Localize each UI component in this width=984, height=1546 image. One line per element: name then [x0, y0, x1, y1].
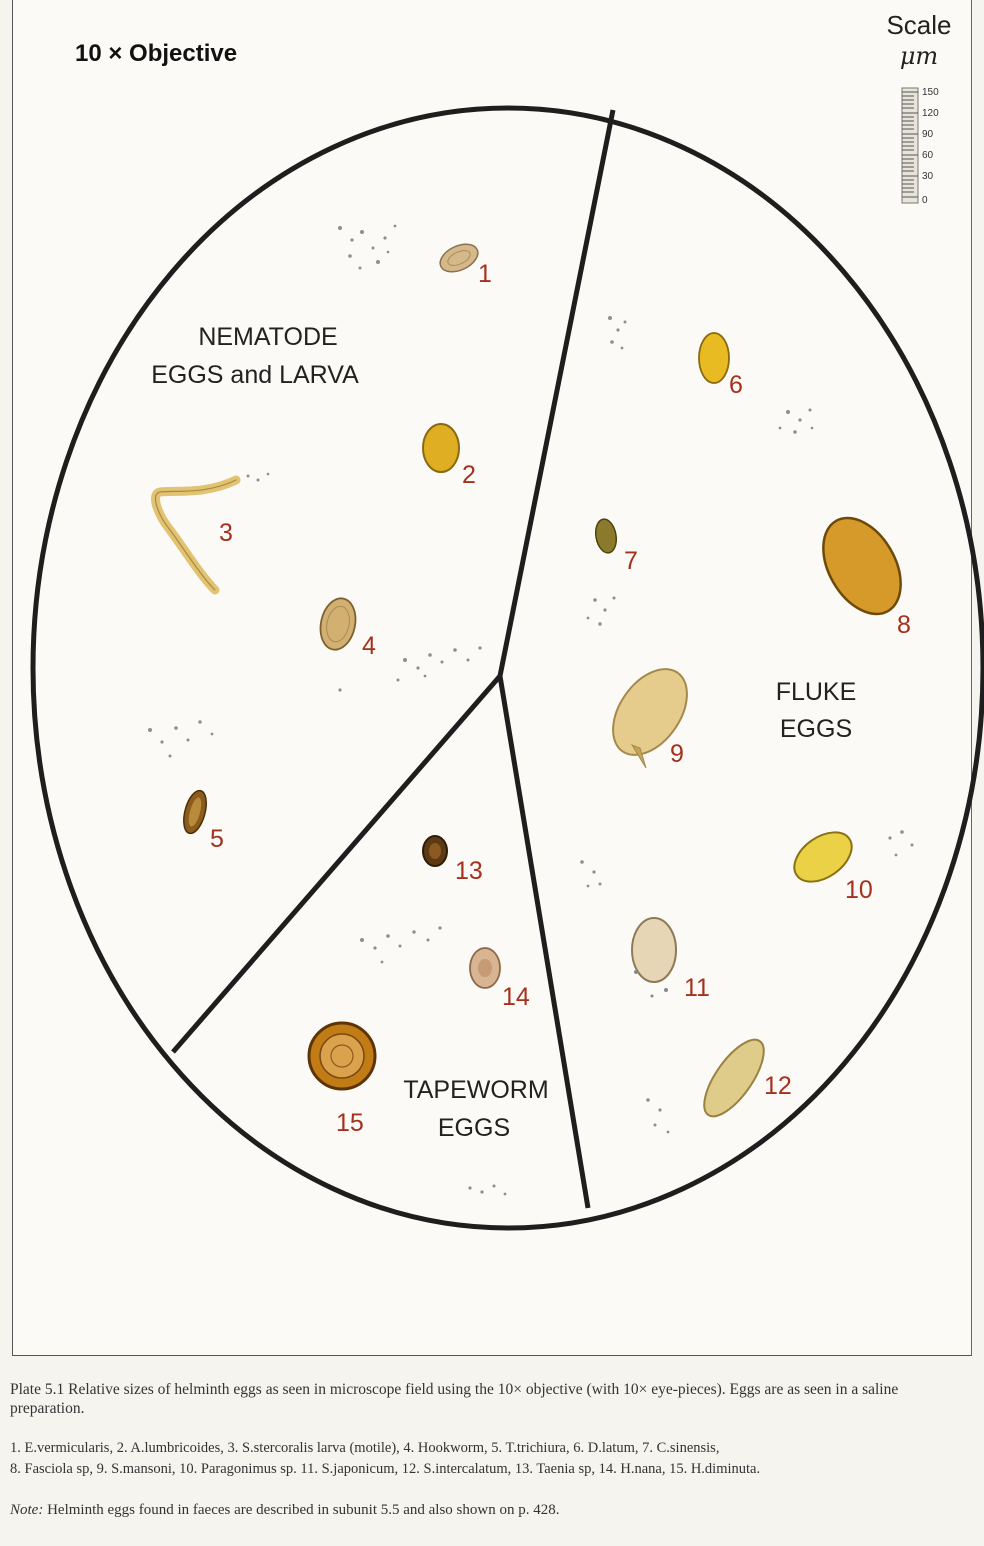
- microscope-field-circle: [33, 108, 983, 1228]
- microscope-field-diagram: 150 120 90 60 30 0 NEMATODE EGGS and LAR…: [0, 0, 984, 1360]
- note-text: Helminth eggs found in faeces are descri…: [43, 1502, 559, 1518]
- specimen-number: 9: [670, 740, 684, 768]
- specimen-2: 2: [423, 424, 476, 489]
- specimen-1: 1: [436, 239, 492, 288]
- debris-cluster: [338, 646, 481, 691]
- specimen-number: 6: [729, 371, 743, 399]
- specimen-8: 8: [807, 504, 916, 639]
- specimen-10: 10: [785, 822, 872, 904]
- caption-note: Note: Helminth eggs found in faeces are …: [10, 1502, 970, 1519]
- specimen-number: 15: [336, 1109, 364, 1137]
- species-list-line: 1. E.vermicularis, 2. A.lumbricoides, 3.…: [10, 1438, 970, 1459]
- debris-cluster: [468, 1185, 506, 1196]
- divider-line: [500, 110, 613, 676]
- nematode-region-label: EGGS and LARVA: [151, 361, 359, 389]
- debris-cluster: [888, 830, 913, 856]
- specimen-3: 3: [155, 480, 236, 590]
- tapeworm-region-label: EGGS: [438, 1114, 510, 1142]
- scale-tick-label: 150: [922, 87, 939, 98]
- debris-cluster: [580, 860, 601, 887]
- specimen-number: 4: [362, 632, 376, 660]
- specimen-6: 6: [699, 333, 743, 399]
- fluke-region-label: EGGS: [780, 715, 852, 743]
- scale-tick-label: 90: [922, 129, 934, 140]
- specimen-number: 2: [462, 461, 476, 489]
- note-label: Note:: [10, 1502, 43, 1518]
- egg-shape: [593, 518, 619, 555]
- debris-cluster: [587, 597, 616, 626]
- specimen-number: 12: [764, 1072, 792, 1100]
- debris-cluster: [338, 225, 396, 270]
- specimen-number: 8: [897, 611, 911, 639]
- nematode-region-label: NEMATODE: [198, 323, 337, 351]
- scale-tick-label: 0: [922, 195, 928, 206]
- scale-bar: 150 120 90 60 30 0: [902, 87, 939, 206]
- specimen-4: 4: [316, 595, 376, 660]
- egg-shape: [436, 239, 482, 278]
- divider-line: [500, 676, 588, 1208]
- egg-shape: [807, 504, 916, 627]
- debris-cluster: [360, 926, 442, 963]
- species-list-line: 8. Fasciola sp, 9. S.mansoni, 10. Parago…: [10, 1459, 970, 1480]
- debris-cluster: [608, 316, 627, 349]
- debris-cluster: [779, 409, 814, 434]
- specimen-number: 3: [219, 519, 233, 547]
- egg-shape: [423, 424, 459, 472]
- debris-cluster: [148, 720, 213, 757]
- specimen-13: 13: [423, 836, 483, 885]
- specimen-number: 5: [210, 825, 224, 853]
- specimen-7: 7: [593, 518, 638, 575]
- egg-shape: [598, 655, 702, 768]
- specimen-11: 11: [632, 918, 710, 1002]
- fluke-region-label: FLUKE: [776, 678, 857, 706]
- egg-shape: [316, 595, 360, 653]
- plate-caption: Plate 5.1 Relative sizes of helminth egg…: [10, 1380, 970, 1418]
- debris-cluster: [247, 473, 270, 482]
- tapeworm-region-label: TAPEWORM: [403, 1076, 548, 1104]
- specimen-number: 13: [455, 857, 483, 885]
- scale-tick-label: 120: [922, 108, 939, 119]
- egg-shape: [693, 1031, 774, 1125]
- egg-shape: [632, 918, 676, 982]
- divider-line: [173, 676, 500, 1052]
- specimen-9: 9: [598, 655, 702, 768]
- scale-tick-label: 30: [922, 171, 934, 182]
- egg-shape: [699, 333, 729, 383]
- specimen-number: 14: [502, 983, 530, 1011]
- specimen-12: 12: [693, 1031, 791, 1125]
- species-list: 1. E.vermicularis, 2. A.lumbricoides, 3.…: [10, 1438, 970, 1480]
- specimen-15: 15: [309, 1023, 375, 1137]
- specimen-14: 14: [470, 948, 530, 1011]
- specimen-number: 11: [684, 974, 710, 1002]
- specimen-number: 7: [624, 547, 638, 575]
- specimen-5: 5: [180, 788, 224, 853]
- debris-cluster: [646, 1098, 669, 1133]
- specimen-number: 10: [845, 876, 873, 904]
- specimen-number: 1: [478, 260, 492, 288]
- scale-tick-label: 60: [922, 150, 934, 161]
